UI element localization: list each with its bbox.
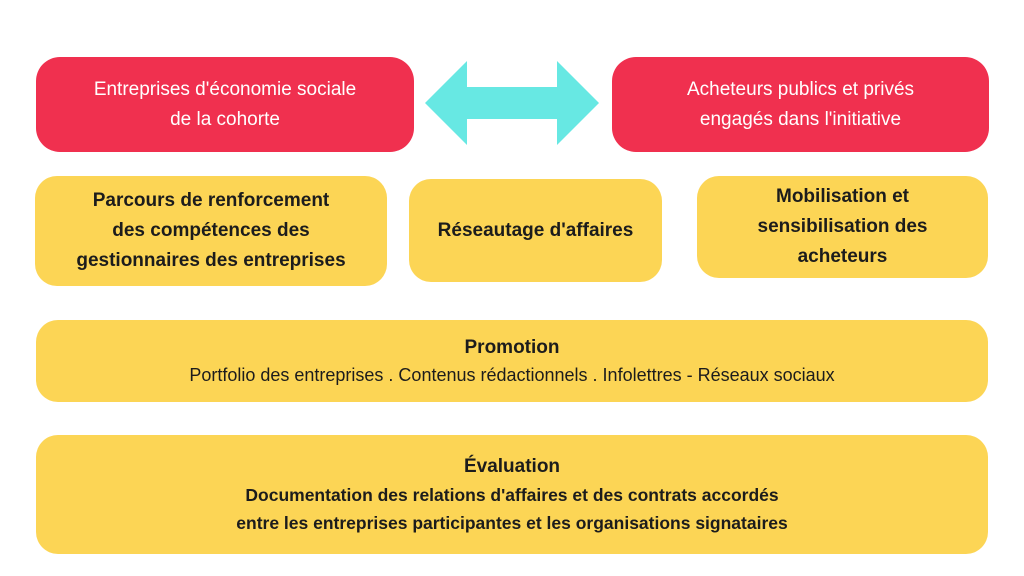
- buyers-box: Acheteurs publics et privés engagés dans…: [612, 57, 989, 152]
- double-headed-arrow-icon: [425, 61, 599, 145]
- evaluation-line-1: Documentation des relations d'affaires e…: [245, 484, 779, 505]
- promotion-text: Portfolio des entreprises . Contenus réd…: [189, 364, 835, 385]
- skills-path-line-1: Parcours de renforcement: [92, 190, 330, 211]
- social-enterprises-line-1: Entreprises d'économie sociale: [93, 78, 357, 100]
- buyer-mobilization-box: Mobilisation et sensibilisation des ache…: [697, 176, 988, 278]
- buyers-line-2: engagés dans l'initiative: [699, 108, 902, 130]
- double-headed-arrow-shape: [425, 61, 599, 145]
- evaluation-line-2: entre les entreprises participantes et l…: [236, 512, 788, 533]
- buyer-mobilization-line-3: acheteurs: [797, 246, 888, 267]
- skills-path-line-3: gestionnaires des entreprises: [76, 250, 346, 271]
- buyer-mobilization-line-2: sensibilisation des: [757, 216, 928, 237]
- promotion-box: Promotion Portfolio des entreprises . Co…: [36, 320, 988, 402]
- buyer-mobilization-line-1: Mobilisation et: [776, 186, 909, 207]
- business-networking-box: Réseautage d'affaires: [409, 179, 662, 282]
- buyers-line-1: Acheteurs publics et privés: [686, 78, 915, 100]
- evaluation-title: Évaluation: [463, 455, 561, 477]
- skills-path-box: Parcours de renforcement des compétences…: [35, 176, 387, 286]
- social-enterprises-line-2: de la cohorte: [170, 108, 280, 130]
- business-networking-label: Réseautage d'affaires: [437, 219, 634, 241]
- social-enterprises-box: Entreprises d'économie sociale de la coh…: [36, 57, 414, 152]
- evaluation-box: Évaluation Documentation des relations d…: [36, 435, 988, 554]
- skills-path-line-2: des compétences des: [112, 220, 310, 241]
- promotion-title: Promotion: [464, 336, 560, 358]
